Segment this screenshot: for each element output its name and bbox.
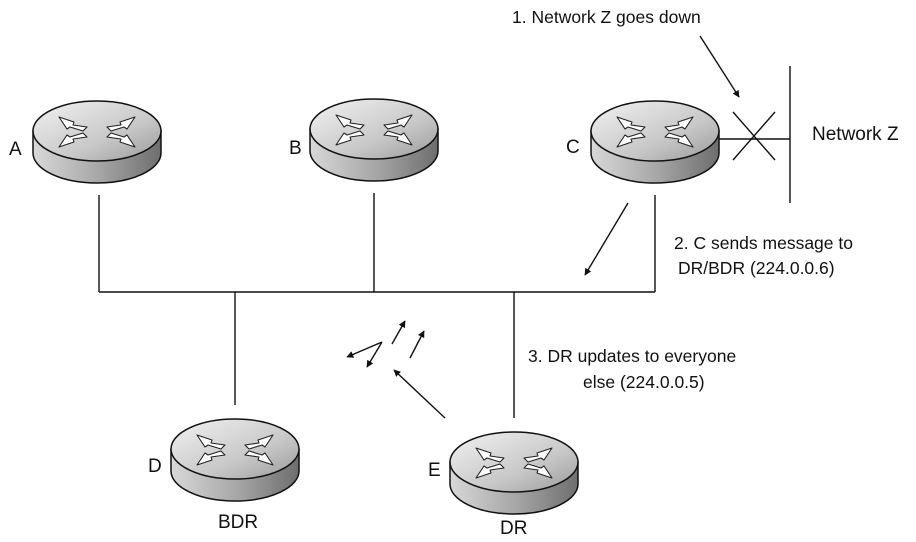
- router-icon: [32, 100, 162, 184]
- router-e: E DR: [428, 431, 579, 539]
- step-arrows: [346, 35, 740, 419]
- router-b-label: B: [289, 138, 302, 159]
- step-2-arrow: [584, 202, 629, 276]
- router-icon: [590, 100, 720, 184]
- router-icon: [309, 98, 439, 182]
- router-a-label: A: [9, 139, 22, 160]
- step-3-text-line1: 3. DR updates to everyone: [528, 346, 736, 366]
- router-d: D BDR: [148, 418, 300, 533]
- step-1-arrow: [699, 35, 740, 98]
- flood-arrow: [391, 320, 406, 345]
- flood-arrow: [346, 341, 383, 358]
- step-3-text-line2: else (224.0.0.5): [583, 372, 705, 392]
- router-c-label: C: [566, 137, 580, 158]
- step-2-text-line1: 2. C sends message to: [674, 233, 853, 253]
- router-icon: [449, 431, 579, 515]
- router-d-role-label: BDR: [218, 512, 258, 533]
- router-a: A: [9, 100, 162, 184]
- step-3-arrow: [393, 369, 446, 419]
- router-c: C: [566, 100, 720, 184]
- router-d-label: D: [148, 456, 162, 477]
- router-icon: [170, 418, 300, 502]
- step-2-text-line2: DR/BDR (224.0.0.6): [678, 258, 835, 278]
- network-z-label: Network Z: [812, 124, 899, 145]
- flood-arrow: [366, 341, 383, 368]
- step-1-text: 1. Network Z goes down: [512, 7, 701, 27]
- flood-arrow: [409, 330, 425, 359]
- router-b: B: [289, 98, 439, 182]
- failure-x-mark: [732, 111, 776, 161]
- router-e-role-label: DR: [500, 518, 527, 539]
- router-e-label: E: [428, 460, 441, 481]
